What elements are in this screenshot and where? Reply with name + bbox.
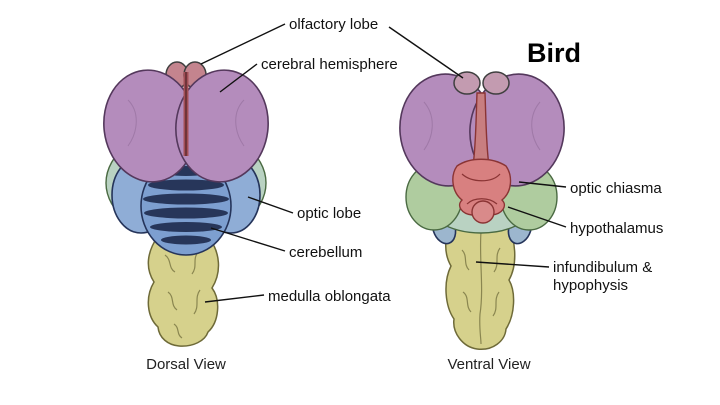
hypothalamus-leader bbox=[507, 206, 567, 228]
olfactory-lobe-leader-right bbox=[388, 26, 464, 79]
ventral-medulla-texture bbox=[461, 247, 501, 317]
cerebellum-stripe bbox=[148, 179, 224, 191]
label-cerebral-hemisphere: cerebral hemisphere bbox=[261, 56, 398, 73]
leader-lines bbox=[200, 23, 567, 303]
optic-chiasma-leader bbox=[518, 181, 567, 188]
medulla-oblongata-leader bbox=[204, 294, 265, 303]
cerebellum-stripe bbox=[161, 235, 211, 245]
ventral-olfactory-lobe-right bbox=[482, 71, 510, 95]
label-infundibulum-line2: hypophysis bbox=[553, 277, 628, 294]
caption-ventral-view: Ventral View bbox=[447, 356, 530, 373]
ventral-optic-chiasma bbox=[452, 158, 512, 216]
optic-lobe-leader bbox=[247, 196, 294, 214]
diagram-title: Bird bbox=[527, 38, 581, 68]
label-cerebellum: cerebellum bbox=[289, 244, 362, 261]
cerebellum-leader bbox=[210, 227, 286, 252]
ventral-hemisphere-texture bbox=[423, 101, 541, 151]
cerebral-hemisphere-leader bbox=[219, 63, 258, 93]
label-optic-lobe: optic lobe bbox=[297, 205, 361, 222]
dorsal-medulla-oblongata bbox=[147, 235, 220, 347]
ventral-hypophysis bbox=[471, 200, 495, 224]
label-optic-chiasma: optic chiasma bbox=[570, 180, 662, 197]
dorsal-medulla-texture bbox=[164, 251, 201, 339]
dorsal-view-brain bbox=[103, 61, 269, 347]
ventral-chiasma-detail bbox=[461, 173, 501, 205]
label-infundibulum-line1: infundibulum & bbox=[553, 259, 652, 276]
olfactory-lobe-leader-left bbox=[200, 23, 286, 65]
ventral-view-brain bbox=[399, 71, 565, 350]
ventral-cerebral-hemisphere-right bbox=[469, 73, 565, 187]
caption-dorsal-view: Dorsal View bbox=[146, 356, 226, 373]
cerebellum-stripe bbox=[143, 193, 229, 205]
cerebellum-stripe bbox=[144, 207, 228, 219]
cerebellum-stripe bbox=[150, 222, 222, 232]
dorsal-cerebral-hemisphere-right bbox=[175, 69, 269, 183]
label-olfactory-lobe: olfactory lobe bbox=[289, 16, 378, 33]
label-medulla-oblongata: medulla oblongata bbox=[268, 288, 391, 305]
dorsal-hemisphere-texture bbox=[127, 99, 245, 147]
infundibulum-leader bbox=[475, 261, 550, 268]
label-hypothalamus: hypothalamus bbox=[570, 220, 663, 237]
ventral-medulla-groove bbox=[479, 231, 483, 345]
ventral-olfactory-lobe-left bbox=[453, 71, 481, 95]
